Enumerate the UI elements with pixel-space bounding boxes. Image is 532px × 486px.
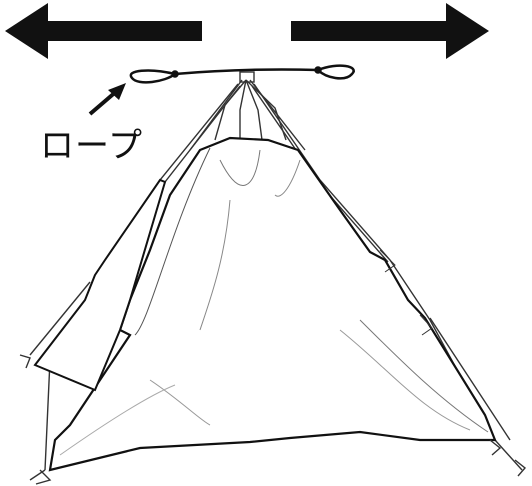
pull-left-arrow [5,3,202,59]
rope-pointer-arrow [90,83,126,114]
pull-right-arrow [291,3,489,59]
rope-label: ロープ [40,118,143,167]
tent-fabric [35,138,495,470]
